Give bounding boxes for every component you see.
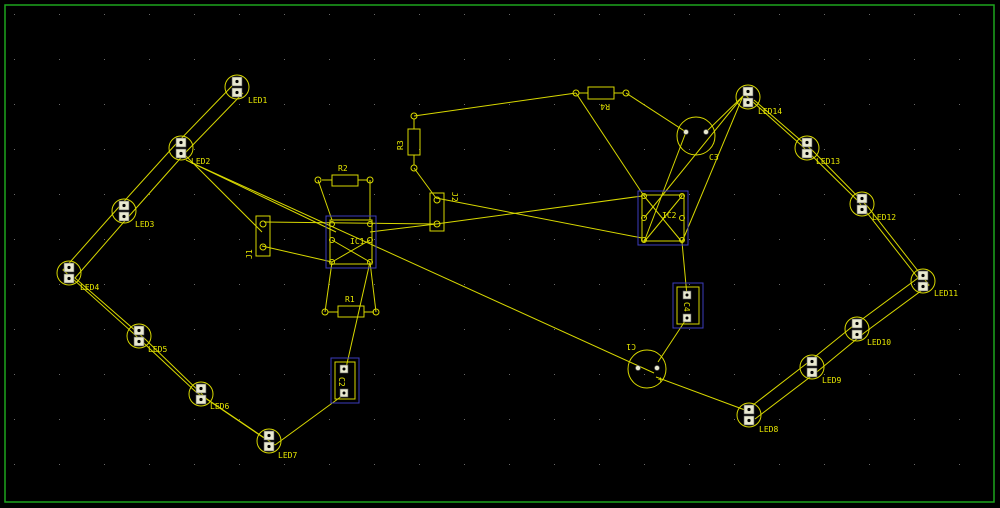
led10-outline [844,316,870,342]
capacitor-c3[interactable]: C3 [676,116,719,162]
led7-outline [256,428,282,454]
led11[interactable]: LED11 [910,268,958,298]
label-led3: LED3 [135,220,154,229]
led5-outline [126,323,152,349]
label-led9: LED9 [822,376,841,385]
led10[interactable]: LED10 [844,316,891,347]
label-led12: LED12 [872,213,896,222]
label-c3: C3 [709,153,719,162]
label-c2: C2 [337,377,346,387]
label-r1: R1 [345,295,355,304]
led6[interactable]: LED6 [188,381,229,411]
led6-outline [188,381,214,407]
label-j1: J1 [245,249,254,259]
ic-ic2[interactable]: IC2 [637,190,689,246]
capacitor-c4[interactable]: C4 [672,282,704,329]
led1[interactable]: LED1 [224,74,267,105]
label-led13: LED13 [816,157,840,166]
resistor-r4[interactable]: R4 [572,86,630,111]
led13-outline [794,135,820,161]
led13[interactable]: LED13 [794,135,840,166]
led4-outline [56,260,82,286]
connector-j2[interactable]: J2 [429,192,459,232]
label-led10: LED10 [867,338,891,347]
label-led7: LED7 [278,451,297,460]
label-led1: LED1 [248,96,267,105]
led8[interactable]: LED8 [736,402,778,434]
label-led4: LED4 [80,283,99,292]
label-led2: LED2 [191,157,210,166]
label-led6: LED6 [210,402,229,411]
resistor-r1[interactable]: R1 [321,295,380,318]
led14-outline [735,84,761,110]
led11-outline [910,268,936,294]
led14[interactable]: LED14 [735,84,782,116]
board-outline [4,4,995,503]
connector-j1[interactable]: J1 [245,215,271,259]
led12[interactable]: LED12 [849,191,896,222]
led2-outline [168,135,194,161]
label-c1: C1 [626,342,636,351]
ic-ic1[interactable]: IC1 [325,215,377,269]
label-c1-plus: + [658,375,663,384]
label-r2: R2 [338,164,348,173]
label-j2: J2 [450,192,459,202]
led4[interactable]: LED4 [56,260,99,292]
grid-dots [14,14,960,465]
led3[interactable]: LED3 [111,198,154,229]
label-r4: R4 [600,102,610,111]
led5[interactable]: LED5 [126,323,167,354]
led2[interactable]: LED2 [168,135,210,166]
led7[interactable]: LED7 [256,428,297,460]
label-led11: LED11 [934,289,958,298]
led9[interactable]: LED9 [799,354,841,385]
led3-outline [111,198,137,224]
label-c4: C4 [682,302,691,312]
label-led14: LED14 [758,107,782,116]
led1-outline [224,74,250,100]
led12-outline [849,191,875,217]
label-led8: LED8 [759,425,778,434]
label-ic1: IC1 [350,237,365,246]
label-ic2: IC2 [662,211,677,220]
led9-outline [799,354,825,380]
led8-outline [736,402,762,428]
label-led5: LED5 [148,345,167,354]
resistor-r2[interactable]: R2 [314,164,374,187]
resistor-r3[interactable]: R3 [396,112,421,172]
capacitor-c2[interactable]: C2 [330,357,360,404]
label-r3: R3 [396,140,405,150]
capacitor-c1[interactable]: C1 + [626,342,667,389]
